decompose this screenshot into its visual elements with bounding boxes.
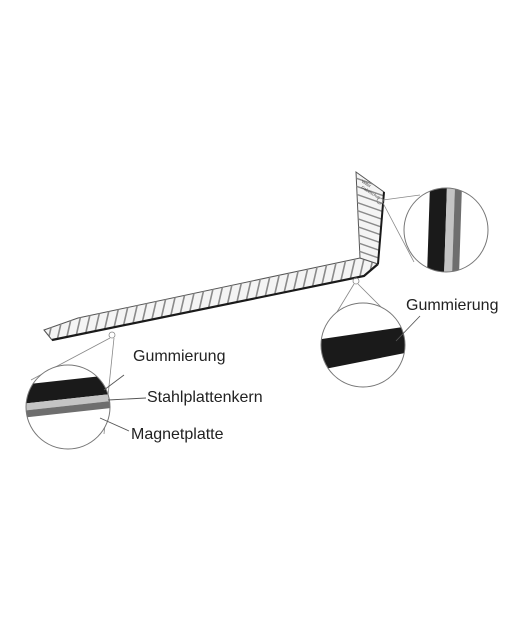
hatch-line xyxy=(298,258,322,340)
label-right-rubber: Gummierung xyxy=(406,297,498,314)
upright-marking-line-1: Vetter xyxy=(360,179,372,189)
hatch-line xyxy=(280,258,304,340)
magnet-layer xyxy=(26,400,110,418)
fork-upright: Vetter Gabelschuh xyxy=(355,170,385,265)
hatch-line xyxy=(118,258,142,340)
rubber-layer xyxy=(26,374,110,404)
label-left-rubber: Gummierung xyxy=(133,348,225,365)
callout-pointers xyxy=(99,315,421,432)
steel-layer xyxy=(26,393,110,411)
hatch-line xyxy=(289,258,313,340)
hatch-line xyxy=(262,258,286,340)
hatch-line xyxy=(271,258,295,340)
hatch-line xyxy=(145,258,169,340)
label-magnet-plate: Magnetplatte xyxy=(131,426,224,443)
detail-circle-upright-layers xyxy=(403,187,489,273)
detail-circle-blade-layers xyxy=(25,364,111,450)
hatch-line xyxy=(136,258,160,340)
hatch-line xyxy=(100,258,124,340)
magnet-layer xyxy=(452,188,462,272)
label-steel-core: Stahlplattenkern xyxy=(147,389,263,406)
rubber-layer xyxy=(321,326,405,371)
steel-layer xyxy=(444,188,455,272)
rubber-layer xyxy=(427,188,447,272)
hatch-line xyxy=(127,258,151,340)
hatch-line xyxy=(109,258,133,340)
detail-circle-underside xyxy=(320,302,406,388)
